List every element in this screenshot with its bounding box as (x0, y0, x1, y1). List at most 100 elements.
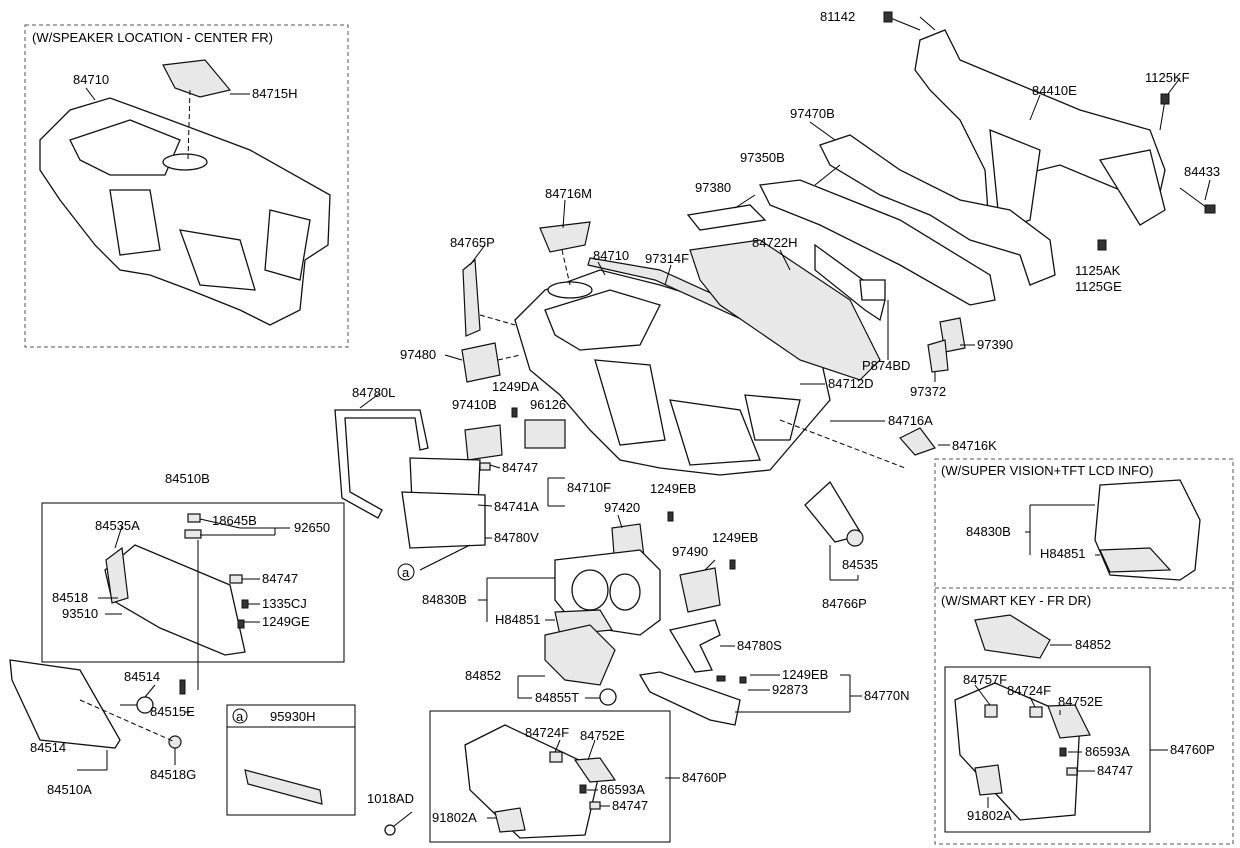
label-84518: 84518 (52, 590, 88, 605)
label-97480: 97480 (400, 347, 436, 362)
label-97350B: 97350B (740, 150, 785, 165)
label-84760Pa: 84760P (682, 770, 727, 785)
circle-a-label: a (236, 709, 244, 724)
label-93510: 93510 (62, 606, 98, 621)
label-84710a: 84710 (73, 72, 109, 87)
label-97490: 97490 (672, 544, 708, 559)
center-duct (759, 179, 996, 306)
label-84852a: 84852 (465, 668, 501, 683)
label-95930H: 95930H (270, 709, 316, 724)
accessory-95930h (244, 769, 323, 805)
label-84716A: 84716A (888, 413, 933, 428)
cover-84780s (668, 619, 721, 673)
top-cover-panel (689, 239, 881, 381)
label-84747b: 84747 (262, 571, 298, 586)
label-84741A: 84741A (494, 499, 539, 514)
vent-97372 (927, 339, 949, 373)
label-1249DA: 1249DA (492, 379, 539, 394)
label-81142: 81142 (820, 9, 855, 24)
glovebox-door (9, 659, 121, 749)
label-84710F: 84710F (567, 480, 611, 495)
label-84712D: 84712D (828, 376, 874, 391)
glovebox-box (41, 502, 345, 663)
bracket-p874bd (859, 279, 886, 301)
label-84752Ea: 84752E (580, 728, 625, 743)
label-84710b: 84710 (593, 248, 629, 263)
label-97410B: 97410B (452, 397, 497, 412)
label-1249GE: 1249GE (262, 614, 310, 629)
option-box (934, 458, 1234, 845)
label-84752Eb: 84752E (1058, 694, 1103, 709)
circle-a-marker (232, 708, 248, 724)
leader-lines (77, 16, 1211, 819)
label-86593Ab: 86593A (1085, 744, 1130, 759)
label-84410E: 84410E (1032, 83, 1077, 98)
label-H84851a: H84851 (495, 612, 541, 627)
super-vision-title: (W/SUPER VISION+TFT LCD INFO) (941, 463, 1153, 478)
label-84715H: 84715H (252, 86, 298, 101)
speaker-grille-top (539, 221, 591, 253)
label-1249EBb: 1249EB (712, 530, 758, 545)
label-84722H: 84722H (752, 235, 798, 250)
label-97390: 97390 (977, 337, 1013, 352)
screw-1249da (511, 407, 518, 418)
circle-a-callout-label: a (402, 565, 410, 580)
label-P874BD: P874BD (862, 358, 910, 373)
label-H84851b: H84851 (1040, 546, 1086, 561)
side-vent-97480 (461, 342, 501, 383)
side-vent-97490 (679, 567, 721, 613)
accessory-a-box (226, 704, 356, 816)
label-84765P: 84765P (450, 235, 495, 250)
label-84716M: 84716M (545, 186, 592, 201)
label-1018AD: 1018AD (367, 791, 414, 806)
label-84830Bb: 84830B (966, 524, 1011, 539)
label-84766P: 84766P (822, 596, 867, 611)
label-91802Aa: 91802A (432, 810, 477, 825)
cowl-crossmember (914, 29, 1166, 242)
stopper-84518g (168, 735, 182, 749)
lower-panel-box (429, 710, 671, 843)
label-1125GE: 1125GE (1075, 279, 1122, 294)
glovebox-hinge (105, 546, 129, 604)
label-84433: 84433 (1184, 164, 1220, 179)
inset-dashboard-part (39, 97, 331, 326)
label-1335CJ: 1335CJ (262, 596, 307, 611)
part-labels: 81142 1125KF 84410E 84433 97470B 97350B … (30, 9, 1220, 825)
label-91802Ab: 91802A (967, 808, 1012, 823)
cluster-hood-h84851 (554, 609, 614, 636)
label-84780V: 84780V (494, 530, 539, 545)
label-84724Fb: 84724F (1007, 683, 1051, 698)
clip-84747 (479, 462, 491, 471)
speaker-grille-84716k (899, 427, 936, 456)
label-84716K: 84716K (952, 438, 997, 453)
label-96126: 96126 (530, 397, 566, 412)
label-84518G: 84518G (150, 767, 196, 782)
label-84757F: 84757F (963, 672, 1007, 687)
label-97380: 97380 (695, 180, 731, 195)
label-1249EBc: 1249EB (782, 667, 828, 682)
label-84510A: 84510A (47, 782, 92, 797)
garnish-84780l (334, 409, 429, 519)
lower-cover-84770n (638, 671, 741, 726)
label-1249EBa: 1249EB (650, 481, 696, 496)
side-cover-84765p (462, 258, 481, 337)
unit-96126 (524, 419, 566, 449)
speaker-location-box (24, 24, 349, 348)
glovebox-housing (104, 544, 246, 656)
opt-hood (1099, 547, 1172, 573)
label-84515E: 84515E (150, 704, 195, 719)
label-84535: 84535 (842, 557, 878, 572)
label-84724Fa: 84724F (525, 725, 569, 740)
label-97372: 97372 (910, 384, 946, 399)
ring-84855t (599, 688, 617, 706)
speaker-location-title: (W/SPEAKER LOCATION - CENTER FR) (32, 30, 273, 45)
label-84514a: 84514 (124, 669, 160, 684)
label-1125KF: 1125KF (1145, 70, 1190, 85)
label-92650: 92650 (294, 520, 330, 535)
label-84510B: 84510B (165, 471, 210, 486)
lower-panel-84760p (464, 724, 601, 839)
label-97470B: 97470B (790, 106, 835, 121)
label-84780L: 84780L (352, 385, 395, 400)
label-84747d: 84747 (1097, 763, 1133, 778)
